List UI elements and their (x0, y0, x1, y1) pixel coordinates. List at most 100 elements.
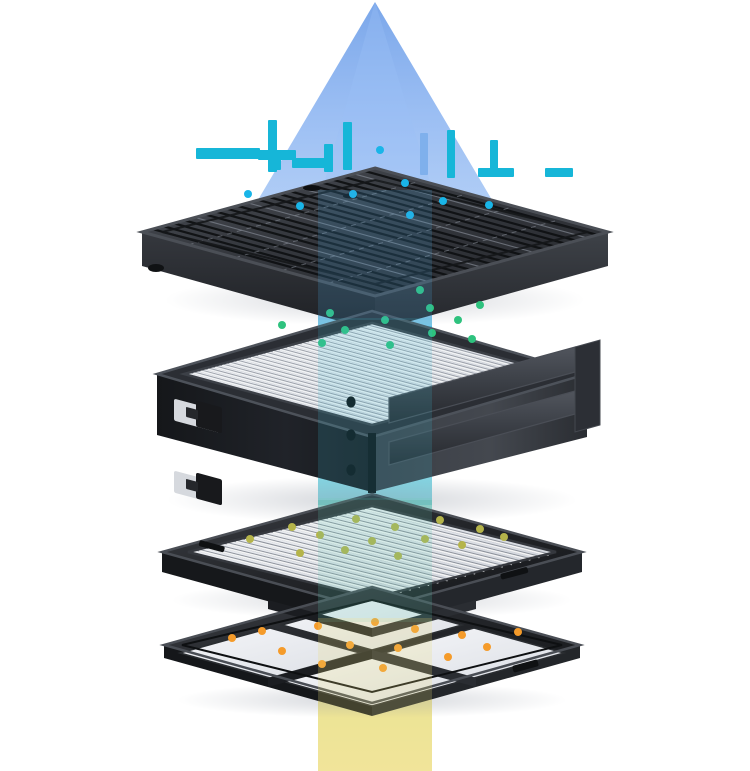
layer4-frame-outline (159, 585, 585, 705)
pleat-crest (337, 515, 522, 563)
cyan-particles-5 (406, 211, 414, 219)
signal-bar-9 (490, 140, 498, 176)
green-particles-3 (318, 339, 326, 347)
pleat-crest (346, 513, 531, 561)
olive-particles-5 (341, 546, 349, 554)
olive-particles-13 (476, 525, 484, 533)
green-particles-11 (476, 301, 484, 309)
grille-rib (289, 190, 524, 257)
orange-particles-12 (458, 631, 466, 639)
pleat-crest (327, 517, 513, 566)
layer1-grille-ribs (152, 169, 598, 295)
layer-main-hepa-cartridge[interactable] (152, 309, 601, 524)
layer1-left-face (142, 232, 375, 331)
layer-top-grille-cover[interactable] (136, 166, 614, 331)
layer3-clip-tab-right (500, 567, 529, 580)
grille-highlight-band (281, 205, 515, 271)
orange-particles-3 (278, 647, 286, 655)
cyan-particles-6 (439, 197, 447, 205)
olive-particles-12 (458, 541, 466, 549)
pleat-crest (254, 536, 439, 584)
orange-particles-1 (228, 634, 236, 642)
layer2-media-outline (179, 321, 565, 427)
layer2-screw-hole-2 (346, 429, 356, 441)
grille-rib (279, 193, 513, 260)
orange-particles-13 (483, 643, 491, 651)
signal-bar-12 (545, 168, 573, 177)
layer4-brace-c (268, 650, 372, 687)
layer2-screw-hole-3 (346, 464, 356, 476)
olive-particles-10 (421, 535, 429, 543)
grille-rib (342, 175, 577, 242)
pleat-crest (263, 533, 448, 582)
layer1-vent-hole-a (303, 185, 321, 191)
layer2-screw-hole-1 (346, 396, 356, 408)
signal-bar-11 (196, 148, 260, 159)
cyan-particles-2 (296, 202, 304, 210)
olive-particles-14 (500, 533, 508, 541)
pleat-crest (193, 372, 382, 425)
green-particles-5 (381, 316, 389, 324)
cyan-particles-4 (401, 179, 409, 187)
orange-particles-10 (411, 625, 419, 633)
beam-overlay-1 (318, 190, 432, 320)
cyan-particles-3 (349, 190, 357, 198)
pleat-crest (272, 531, 457, 580)
pleat-crest (221, 364, 411, 417)
cyan-particles-8 (376, 146, 384, 154)
olive-particles-8 (391, 523, 399, 531)
pleat-crest (217, 545, 402, 593)
pleat-crest (229, 362, 418, 416)
pleat-crest (300, 524, 485, 573)
olive-particles-11 (436, 516, 444, 524)
green-particles-6 (386, 341, 394, 349)
signal-bar-3 (292, 158, 332, 168)
pleat-crest (235, 540, 421, 589)
cyan-signal-bars (196, 120, 573, 178)
layer2-right-endcap (574, 339, 601, 433)
beam-overlay (318, 190, 432, 771)
pleat-crest (281, 529, 467, 577)
layer2-latch-lower[interactable] (174, 471, 222, 506)
beam-overlay-3 (318, 498, 432, 622)
green-particles-4 (341, 326, 349, 334)
grille-rib (194, 216, 429, 282)
olive-particles-9 (394, 552, 402, 560)
pleat-crest (208, 547, 393, 596)
signal-bar-7 (420, 133, 428, 175)
orange-particles-2 (258, 627, 266, 635)
layer4-inner-outline (181, 598, 563, 694)
orange-particles (228, 618, 522, 672)
orange-particles-9 (394, 644, 402, 652)
layer-base-mesh-frame[interactable] (159, 585, 585, 718)
orange-particles-14 (514, 628, 522, 636)
orange-particles-11 (444, 653, 452, 661)
cyan-particles-1 (244, 190, 252, 198)
grille-rib (226, 207, 461, 274)
layer2-latch-upper[interactable] (174, 399, 222, 434)
grille-rib (215, 210, 450, 277)
layer3-clip-tab-left (198, 540, 225, 553)
orange-particles-5 (318, 660, 326, 668)
pleat-crest (199, 549, 384, 598)
signal-bar-8 (447, 130, 455, 178)
green-particles-8 (428, 329, 436, 337)
pleat-crest (318, 520, 503, 568)
olive-particles-3 (296, 549, 304, 557)
green-particles-10 (468, 335, 476, 343)
beam-overlay-4 (318, 618, 432, 771)
grille-highlight-band (328, 218, 562, 284)
pleat-crest (200, 370, 389, 423)
green-particles-7 (426, 304, 434, 312)
signal-bar-10 (478, 168, 514, 177)
layer1-inner-bezel (161, 178, 589, 286)
signal-bar-6 (272, 152, 281, 170)
cyan-particles-7 (485, 201, 493, 209)
olive-particles-6 (352, 515, 360, 523)
green-particles-1 (278, 321, 286, 329)
layer1-bezel (136, 166, 614, 298)
grille-rib (247, 202, 482, 268)
olive-particles-1 (246, 535, 254, 543)
